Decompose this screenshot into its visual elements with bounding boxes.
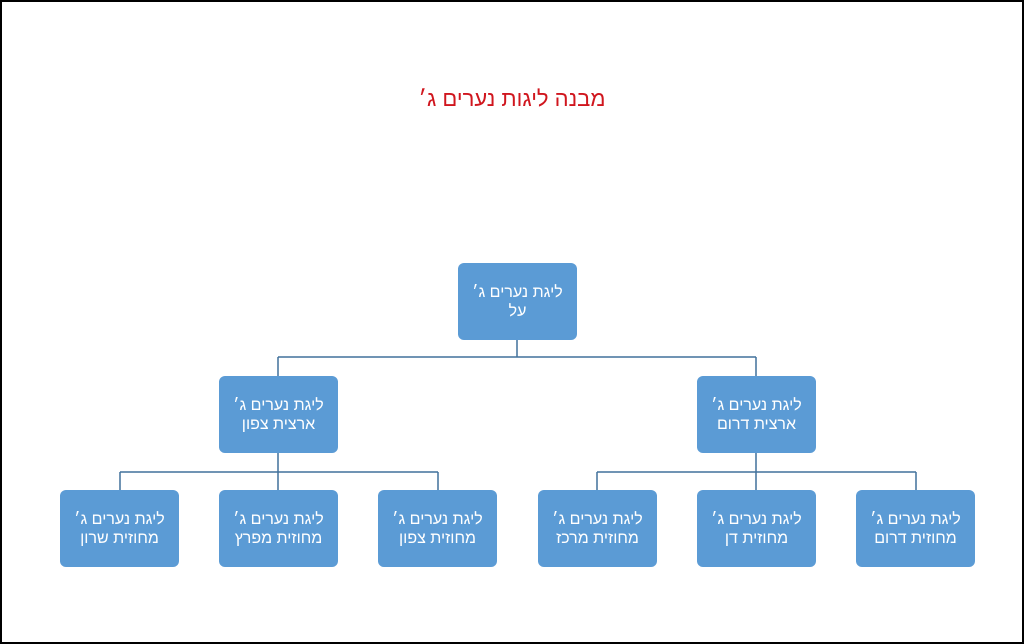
node-district-mifratz[interactable]: ליגת נערים ג׳מחוזית מפרץ	[219, 490, 338, 567]
node-line1: ליגת נערים ג׳	[472, 283, 563, 301]
node-line1: ליגת נערים ג׳	[552, 510, 643, 528]
node-line2: מחוזית מרכז	[556, 529, 639, 547]
connector-north	[119, 453, 439, 490]
node-region-south[interactable]: ליגת נערים ג׳ארצית דרום	[697, 376, 816, 453]
node-line1: ליגת נערים ג׳	[870, 510, 961, 528]
node-line1: ליגת נערים ג׳	[233, 396, 324, 414]
node-district-dan[interactable]: ליגת נערים ג׳מחוזית דן	[697, 490, 816, 567]
node-line1: ליגת נערים ג׳	[711, 396, 802, 414]
node-district-sharon[interactable]: ליגת נערים ג׳מחוזית שרון	[60, 490, 179, 567]
node-district-center[interactable]: ליגת נערים ג׳מחוזית מרכז	[538, 490, 657, 567]
node-line2: ארצית דרום	[716, 415, 797, 433]
node-line1: ליגת נערים ג׳	[392, 510, 483, 528]
connector-south	[596, 453, 917, 490]
node-district-south[interactable]: ליגת נערים ג׳מחוזית דרום	[856, 490, 975, 567]
node-line1: ליגת נערים ג׳	[711, 510, 802, 528]
node-line2: ארצית צפון	[241, 415, 316, 433]
node-line2: מחוזית דרום	[874, 529, 957, 547]
node-root[interactable]: ליגת נערים ג׳על	[458, 263, 577, 340]
node-line2: מחוזית שרון	[80, 529, 159, 547]
node-district-north[interactable]: ליגת נערים ג׳מחוזית צפון	[378, 490, 497, 567]
connector-root	[277, 339, 757, 376]
node-region-north[interactable]: ליגת נערים ג׳ארצית צפון	[219, 376, 338, 453]
node-line1: ליגת נערים ג׳	[74, 510, 165, 528]
node-line2: מחוזית דן	[724, 529, 789, 547]
node-line2: על	[508, 302, 527, 320]
node-line1: ליגת נערים ג׳	[233, 510, 324, 528]
node-line2: מחוזית צפון	[399, 529, 476, 547]
diagram-title: מבנה ליגות נערים ג׳	[418, 86, 606, 111]
node-line2: מחוזית מפרץ	[234, 529, 323, 547]
